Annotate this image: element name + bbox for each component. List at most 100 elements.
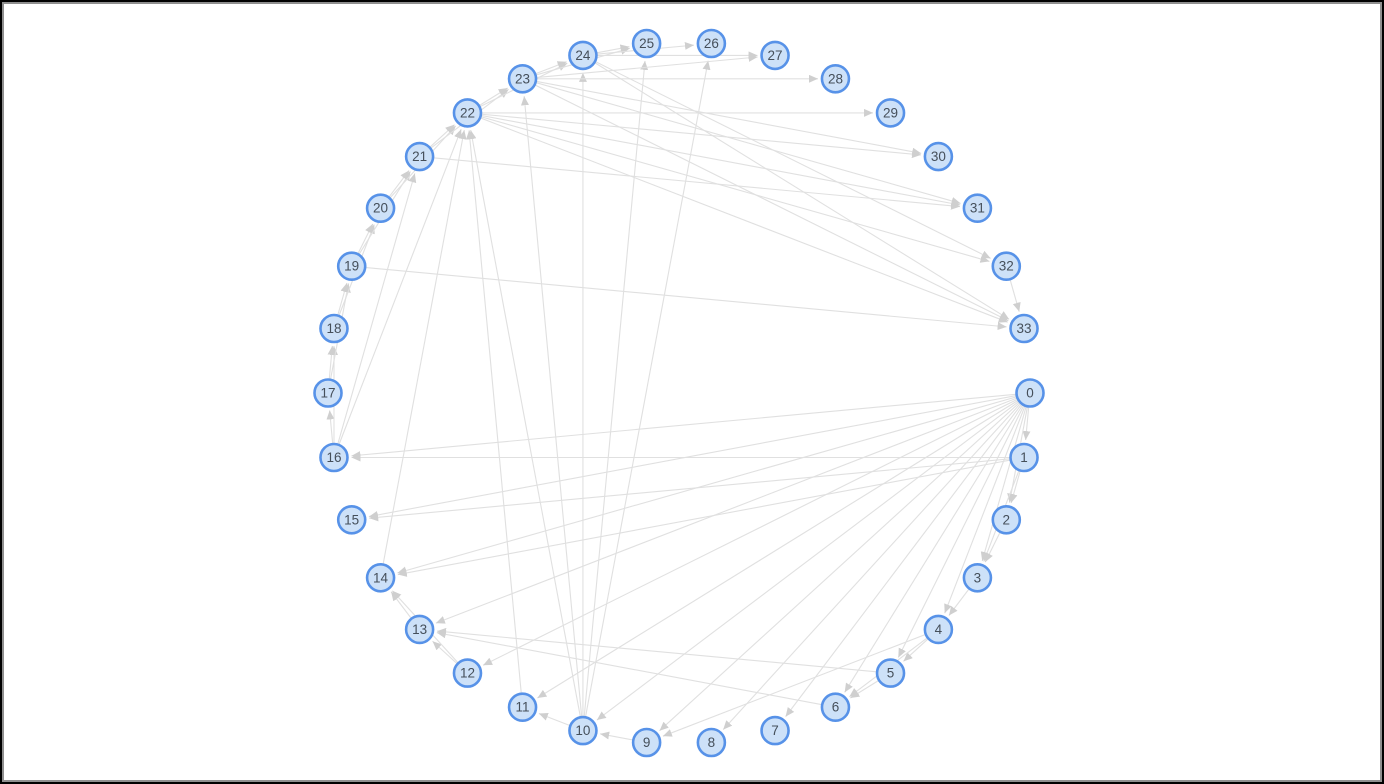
edge-14-22 <box>380 129 467 578</box>
graph-node-31[interactable]: 31 <box>962 193 993 224</box>
graph-node-20[interactable]: 20 <box>365 193 396 224</box>
graph-node-21[interactable]: 21 <box>404 141 435 172</box>
node-circle[interactable] <box>1009 313 1039 344</box>
node-circle[interactable] <box>962 562 993 593</box>
node-circle[interactable] <box>991 251 1022 282</box>
node-circle[interactable] <box>568 715 598 746</box>
node-circle[interactable] <box>923 614 954 645</box>
edge-0-11 <box>537 392 1031 699</box>
graph-node-10[interactable]: 10 <box>568 715 598 746</box>
graph-node-26[interactable]: 26 <box>696 28 727 59</box>
graph-node-17[interactable]: 17 <box>313 378 343 408</box>
node-circle[interactable] <box>452 658 483 688</box>
node-label: 13 <box>412 622 427 637</box>
node-circle[interactable] <box>696 727 727 758</box>
graph-node-4[interactable]: 4 <box>923 614 954 645</box>
graph-node-0[interactable]: 0 <box>1015 378 1045 408</box>
edge-0-16 <box>351 392 1031 460</box>
edge-0-9 <box>659 392 1031 732</box>
node-circle[interactable] <box>820 692 851 723</box>
graph-node-5[interactable]: 5 <box>875 658 906 688</box>
node-circle[interactable] <box>319 442 349 473</box>
node-label: 3 <box>974 570 982 585</box>
edge-6-13 <box>436 630 836 708</box>
node-circle[interactable] <box>875 658 906 688</box>
node-label: 32 <box>999 259 1014 274</box>
node-label: 1 <box>1020 450 1028 465</box>
graph-node-12[interactable]: 12 <box>452 658 483 688</box>
node-label: 29 <box>883 105 898 120</box>
graph-node-9[interactable]: 9 <box>631 727 662 758</box>
edge-23-30 <box>522 78 922 156</box>
edge-0-15 <box>368 392 1031 519</box>
node-label: 23 <box>515 71 530 86</box>
node-circle[interactable] <box>365 562 396 593</box>
graph-node-19[interactable]: 19 <box>336 251 367 282</box>
graph-node-23[interactable]: 23 <box>507 63 538 94</box>
graph-node-33[interactable]: 33 <box>1009 313 1039 344</box>
node-circle[interactable] <box>1015 378 1045 408</box>
node-label: 8 <box>708 735 716 750</box>
node-circle[interactable] <box>404 141 435 172</box>
node-circle[interactable] <box>820 63 851 94</box>
node-circle[interactable] <box>696 28 727 59</box>
node-circle[interactable] <box>319 313 349 344</box>
graph-node-22[interactable]: 22 <box>452 98 483 128</box>
node-label: 24 <box>575 48 591 63</box>
edge-1-15 <box>369 456 1025 522</box>
graph-node-29[interactable]: 29 <box>875 98 906 128</box>
node-label: 25 <box>639 36 654 51</box>
graph-node-1[interactable]: 1 <box>1009 442 1039 473</box>
graph-node-3[interactable]: 3 <box>962 562 993 593</box>
graph-node-2[interactable]: 2 <box>991 504 1022 535</box>
node-circle[interactable] <box>507 63 538 94</box>
edge-5-13 <box>436 627 891 674</box>
graph-node-8[interactable]: 8 <box>696 727 727 758</box>
graph-node-25[interactable]: 25 <box>631 28 662 59</box>
graph-node-30[interactable]: 30 <box>923 141 954 172</box>
graph-node-24[interactable]: 24 <box>568 40 598 71</box>
node-label: 21 <box>412 149 427 164</box>
graph-node-7[interactable]: 7 <box>760 715 790 746</box>
node-circle[interactable] <box>760 40 790 71</box>
node-circle[interactable] <box>313 378 343 408</box>
graph-node-13[interactable]: 13 <box>404 614 435 645</box>
node-circle[interactable] <box>631 28 662 59</box>
node-circle[interactable] <box>452 98 483 128</box>
node-circle[interactable] <box>962 193 993 224</box>
node-label: 4 <box>935 622 943 637</box>
node-circle[interactable] <box>875 98 906 128</box>
node-circle[interactable] <box>923 141 954 172</box>
node-circle[interactable] <box>507 692 538 723</box>
edge-0-5 <box>897 392 1031 658</box>
edge-0-7 <box>785 392 1031 717</box>
graph-node-16[interactable]: 16 <box>319 442 349 473</box>
node-circle[interactable] <box>336 251 367 282</box>
node-circle[interactable] <box>404 614 435 645</box>
node-circle[interactable] <box>991 504 1022 535</box>
edge-11-22 <box>465 130 524 708</box>
node-circle[interactable] <box>760 715 790 746</box>
graph-node-15[interactable]: 15 <box>336 504 367 535</box>
node-circle[interactable] <box>631 727 662 758</box>
node-circle[interactable] <box>568 40 598 71</box>
node-label: 12 <box>460 666 475 681</box>
graph-node-6[interactable]: 6 <box>820 692 851 723</box>
edge-4-9 <box>662 628 939 737</box>
graph-node-32[interactable]: 32 <box>991 251 1022 282</box>
node-circle[interactable] <box>336 504 367 535</box>
node-label: 14 <box>373 570 389 585</box>
graph-node-28[interactable]: 28 <box>820 63 851 94</box>
graph-node-14[interactable]: 14 <box>365 562 396 593</box>
graph-node-11[interactable]: 11 <box>507 692 538 723</box>
graph-node-27[interactable]: 27 <box>760 40 790 71</box>
node-label: 2 <box>1003 512 1011 527</box>
node-label: 22 <box>460 105 475 120</box>
node-circle[interactable] <box>365 193 396 224</box>
node-label: 6 <box>832 700 840 715</box>
node-circle[interactable] <box>1009 442 1039 473</box>
node-label: 30 <box>931 149 946 164</box>
graph-node-18[interactable]: 18 <box>319 313 349 344</box>
